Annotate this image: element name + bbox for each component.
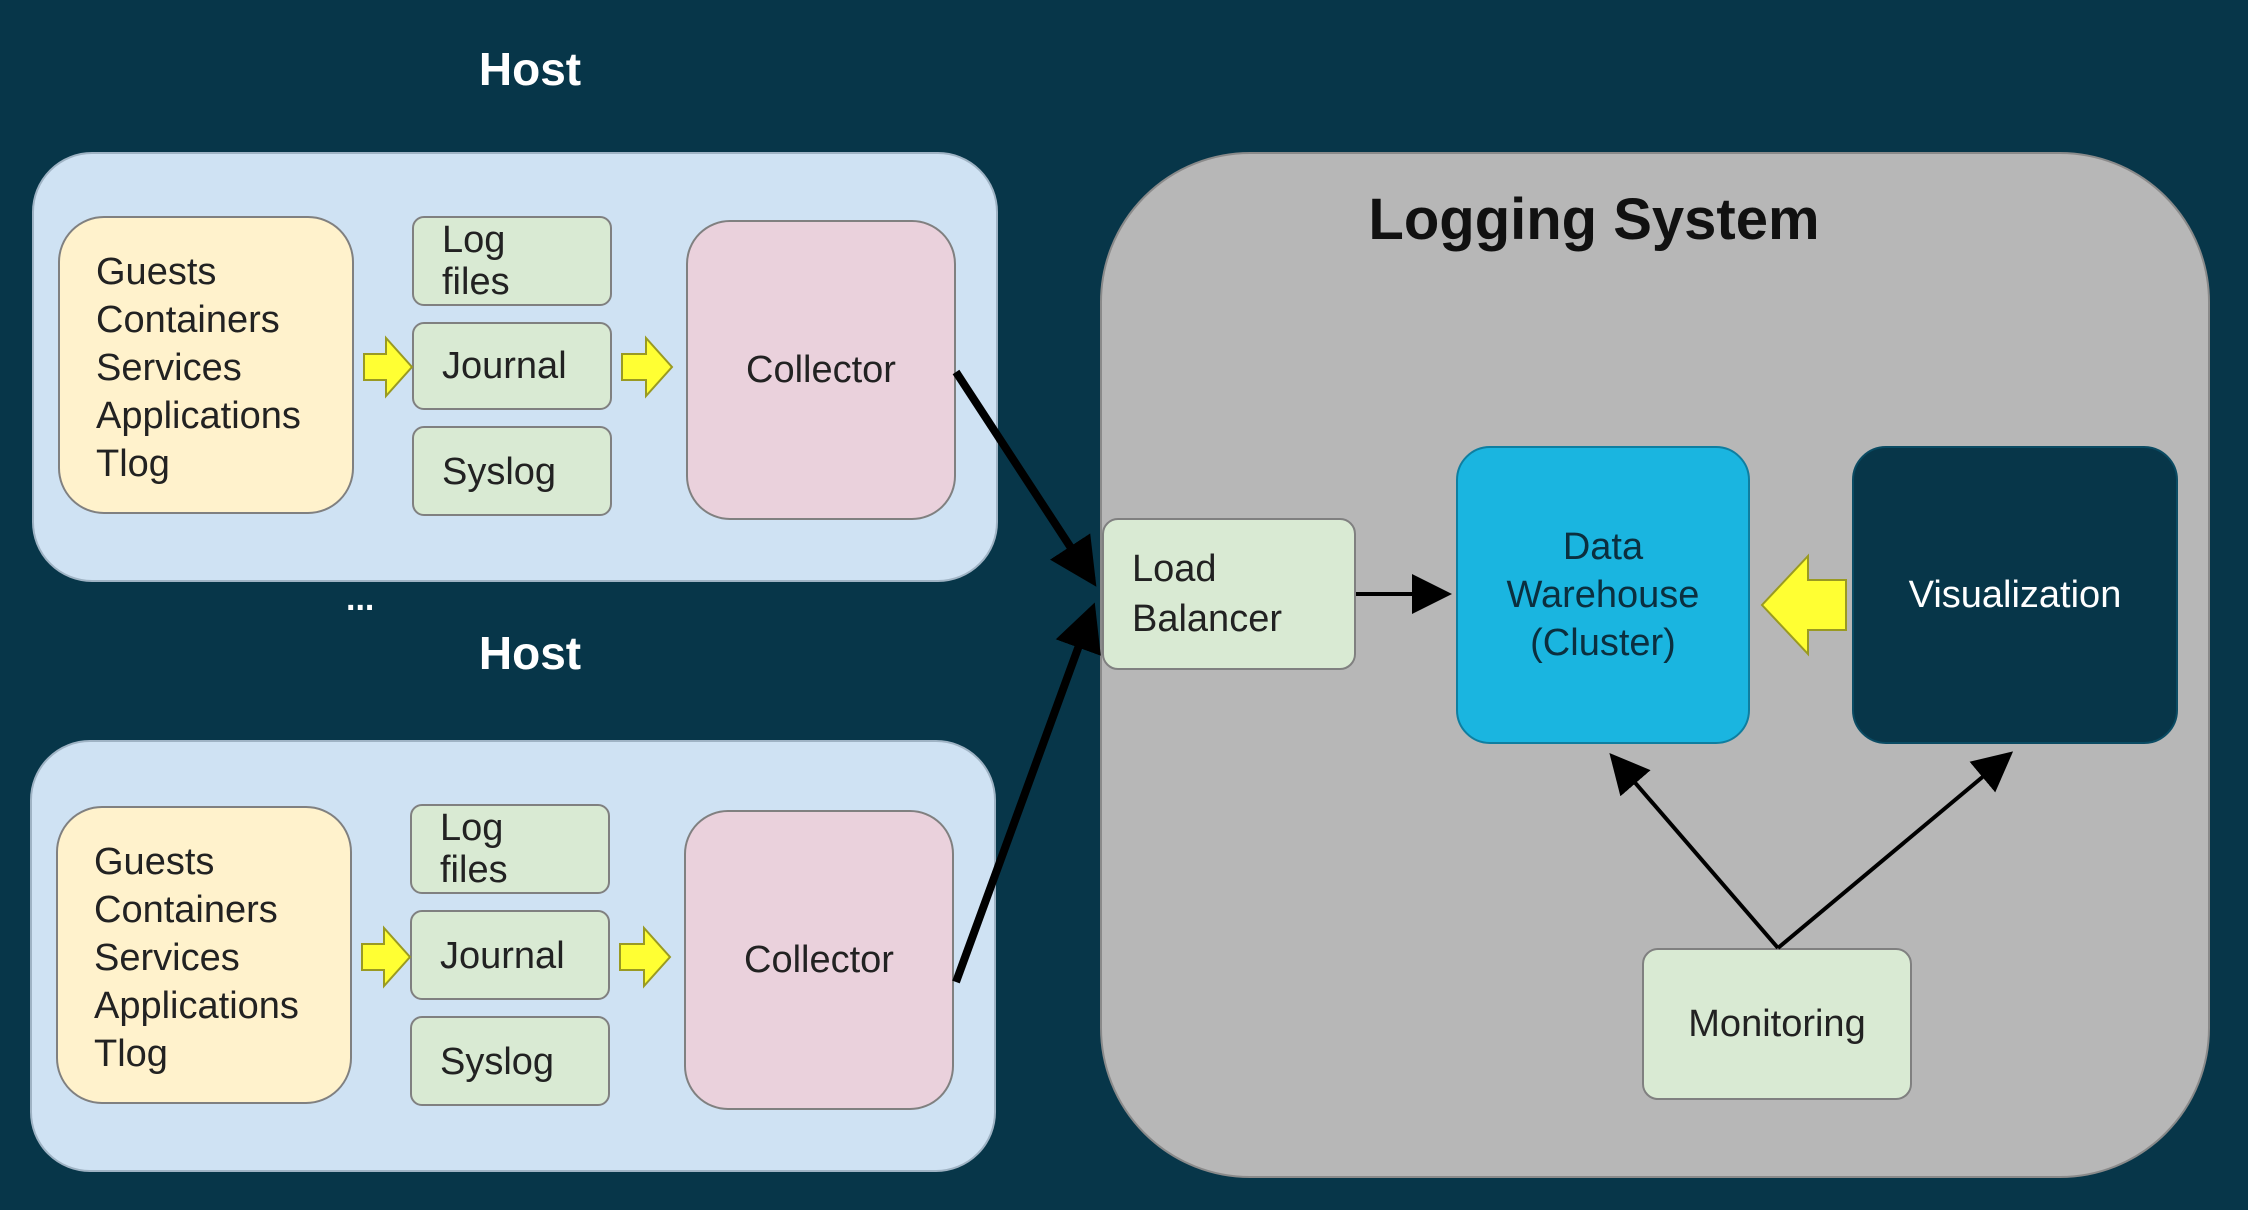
host-title-bottom: Host xyxy=(478,627,582,679)
visualization-label: Visualization xyxy=(1908,573,2122,616)
syslog-label: Syslog xyxy=(440,1041,555,1083)
log-files-label-line2: files xyxy=(440,849,508,891)
flow-arrow-icon xyxy=(621,335,674,399)
host-separator: ... xyxy=(346,580,375,618)
journal-label: Journal xyxy=(440,935,565,977)
load-balancer-box: Load Balancer xyxy=(1102,518,1356,670)
collector-label: Collector xyxy=(744,938,894,981)
flow-arrow-icon xyxy=(363,335,414,399)
arrow-collector-top-to-load-balancer xyxy=(952,369,1097,587)
load-balancer-label-line1: Load xyxy=(1132,548,1217,590)
arrow-monitoring-to-visualization xyxy=(1776,751,2014,950)
arrow-collector-bottom-to-load-balancer xyxy=(952,602,1101,984)
source-item: Containers xyxy=(96,299,280,341)
source-item: Guests xyxy=(94,841,215,883)
syslog-label: Syslog xyxy=(442,451,557,493)
load-balancer-label-line2: Balancer xyxy=(1132,598,1282,640)
visualization-box: Visualization xyxy=(1852,446,2178,744)
syslog-box-top: Syslog xyxy=(412,426,612,516)
collector-box-top: Collector xyxy=(686,220,956,520)
flow-arrow-icon xyxy=(619,925,672,989)
data-warehouse-box: Data Warehouse (Cluster) xyxy=(1456,446,1750,744)
log-files-box-bottom: Log files xyxy=(410,804,610,894)
source-item: Services xyxy=(94,937,240,979)
log-files-label-line1: Log xyxy=(440,807,504,849)
source-item: Services xyxy=(96,347,242,389)
monitoring-label: Monitoring xyxy=(1688,1002,1866,1045)
data-warehouse-label-line1: Data xyxy=(1562,526,1644,568)
data-warehouse-label-line2: Warehouse xyxy=(1506,574,1700,616)
collector-label: Collector xyxy=(746,348,896,391)
source-item: Applications xyxy=(94,985,299,1027)
journal-box-bottom: Journal xyxy=(410,910,610,1000)
log-sources-box-top: Guests Containers Services Applications … xyxy=(58,216,354,514)
log-files-label-line2: files xyxy=(442,261,510,303)
journal-label: Journal xyxy=(442,345,567,387)
journal-box-top: Journal xyxy=(412,322,612,410)
collector-box-bottom: Collector xyxy=(684,810,954,1110)
logging-system-title: Logging System xyxy=(1368,187,1820,252)
source-item: Tlog xyxy=(96,443,170,485)
data-warehouse-label-line3: (Cluster) xyxy=(1530,622,1676,664)
arrow-monitoring-to-data-warehouse xyxy=(1609,752,1780,950)
source-item: Tlog xyxy=(94,1033,168,1075)
source-item: Guests xyxy=(96,251,217,293)
syslog-box-bottom: Syslog xyxy=(410,1016,610,1106)
monitoring-box: Monitoring xyxy=(1642,948,1912,1100)
log-files-label-line1: Log xyxy=(442,219,506,261)
flow-arrow-icon xyxy=(1760,553,1847,657)
log-files-box-top: Log files xyxy=(412,216,612,306)
source-item: Containers xyxy=(94,889,278,931)
source-item: Applications xyxy=(96,395,301,437)
flow-arrow-icon xyxy=(361,925,412,989)
log-sources-box-bottom: Guests Containers Services Applications … xyxy=(56,806,352,1104)
host-title-top: Host xyxy=(478,43,582,95)
